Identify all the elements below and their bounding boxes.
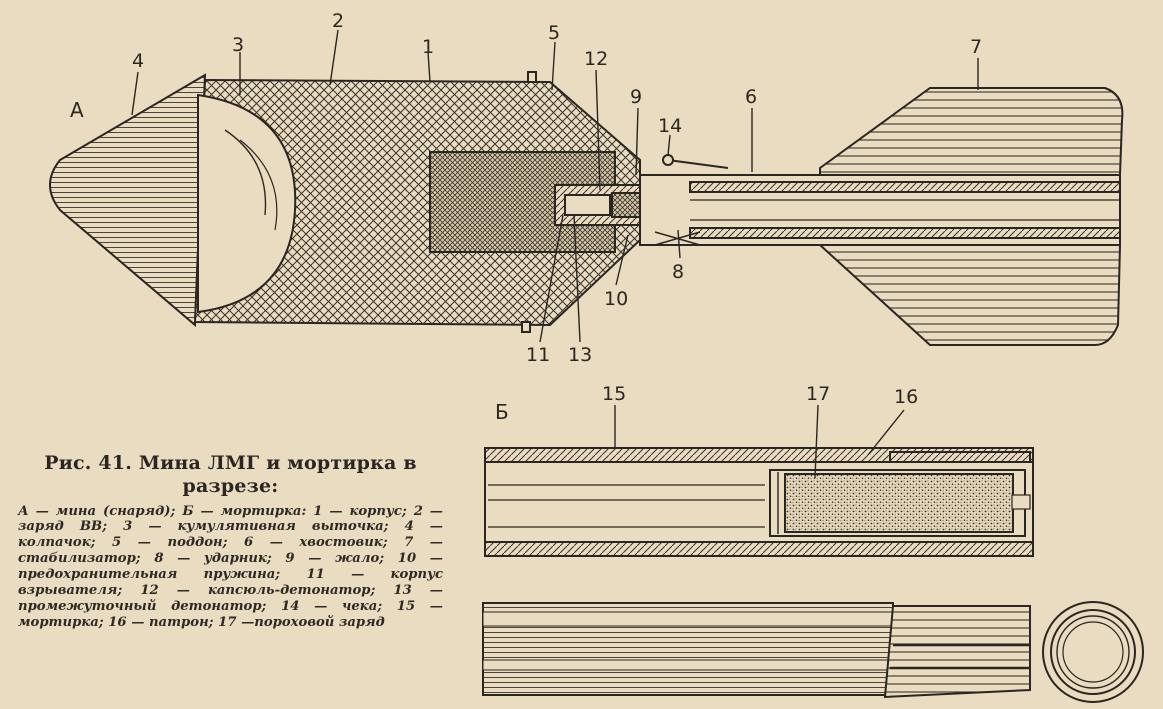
part-label-15: 15 [602, 383, 627, 405]
safety-pin-part [667, 159, 729, 169]
part-label-6: 6 [745, 86, 758, 108]
end-view-ring [1042, 601, 1144, 703]
figure-caption: Рис. 41. Мина ЛМГ и мортирка в разрезе: … [18, 452, 443, 630]
part-label-14: 14 [658, 115, 683, 137]
part-label-1: 1 [422, 36, 435, 58]
part-label-16: 16 [894, 386, 919, 408]
stabilizer-part [819, 87, 1124, 176]
caption-legend: А — мина (снаряд); Б — мортирка: 1 — кор… [18, 503, 443, 630]
part-label-4: 4 [132, 50, 145, 72]
cap-part [49, 73, 207, 328]
mine-drawing [49, 71, 1124, 346]
mortar-cutaway-drawing [484, 447, 1034, 557]
part-label-8: 8 [672, 261, 685, 283]
part-label-3: 3 [232, 34, 245, 56]
mortar-exterior-drawing [482, 601, 1144, 703]
part-label-17: 17 [806, 383, 831, 405]
part-label-7: 7 [970, 36, 983, 58]
part-label-12: 12 [584, 48, 609, 70]
part-label-11: 11 [526, 344, 551, 366]
part-label-5: 5 [548, 22, 561, 44]
part-label-13: 13 [568, 344, 593, 366]
section-a-label: А [70, 98, 84, 122]
powder-charge-part [784, 473, 1014, 533]
cumulative-recess-part [197, 93, 297, 314]
part-label-10: 10 [604, 288, 629, 310]
leader-lines-a [131, 29, 979, 343]
leader-lines-b [614, 404, 905, 479]
part-label-2: 2 [332, 10, 345, 32]
section-b-label: Б [495, 400, 509, 424]
caption-title: Рис. 41. Мина ЛМГ и мортирка в разрезе: [44, 452, 417, 497]
part-label-9: 9 [630, 86, 643, 108]
